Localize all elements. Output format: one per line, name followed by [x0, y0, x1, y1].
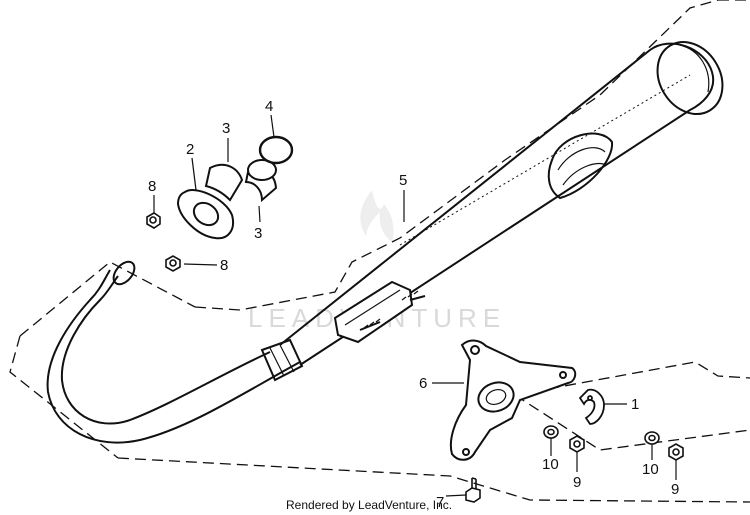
hanger-bracket	[449, 339, 577, 461]
nut-upper	[146, 212, 161, 229]
washer-right	[644, 431, 660, 445]
callout-6: 6	[419, 375, 427, 392]
nut-lower	[165, 255, 181, 272]
muffler	[279, 41, 724, 366]
exhaust-flange	[176, 189, 234, 240]
group-outline	[9, 0, 750, 503]
exhaust-pipe	[46, 260, 304, 444]
callout-10-left: 10	[542, 456, 559, 473]
nut-9-right	[668, 443, 684, 461]
stud-bolts	[363, 290, 419, 329]
callout-3-bottom: 3	[254, 225, 262, 242]
watermark-logo	[360, 190, 394, 242]
callout-8-top: 8	[148, 178, 156, 195]
callout-8-right: 8	[220, 257, 228, 274]
callout-4: 4	[265, 98, 273, 115]
callout-9-left: 9	[573, 474, 581, 491]
callout-7: 7	[436, 494, 444, 511]
callout-3-top: 3	[222, 120, 230, 137]
callout-2: 2	[186, 141, 194, 158]
pipe-clamp	[578, 388, 605, 425]
footer-credit: Rendered by LeadVenture, Inc.	[286, 498, 453, 512]
washer-left	[543, 425, 559, 439]
muffler-mount-bracket	[333, 280, 426, 344]
leader-lines	[153, 114, 677, 497]
callout-9-right: 9	[671, 481, 679, 498]
gasket-ring	[258, 135, 294, 165]
callout-1: 1	[631, 396, 639, 413]
bolt	[465, 477, 481, 503]
collar-halves	[204, 159, 278, 203]
nut-9-left	[569, 435, 585, 453]
callout-5: 5	[399, 172, 407, 189]
callout-10-right: 10	[642, 461, 659, 478]
